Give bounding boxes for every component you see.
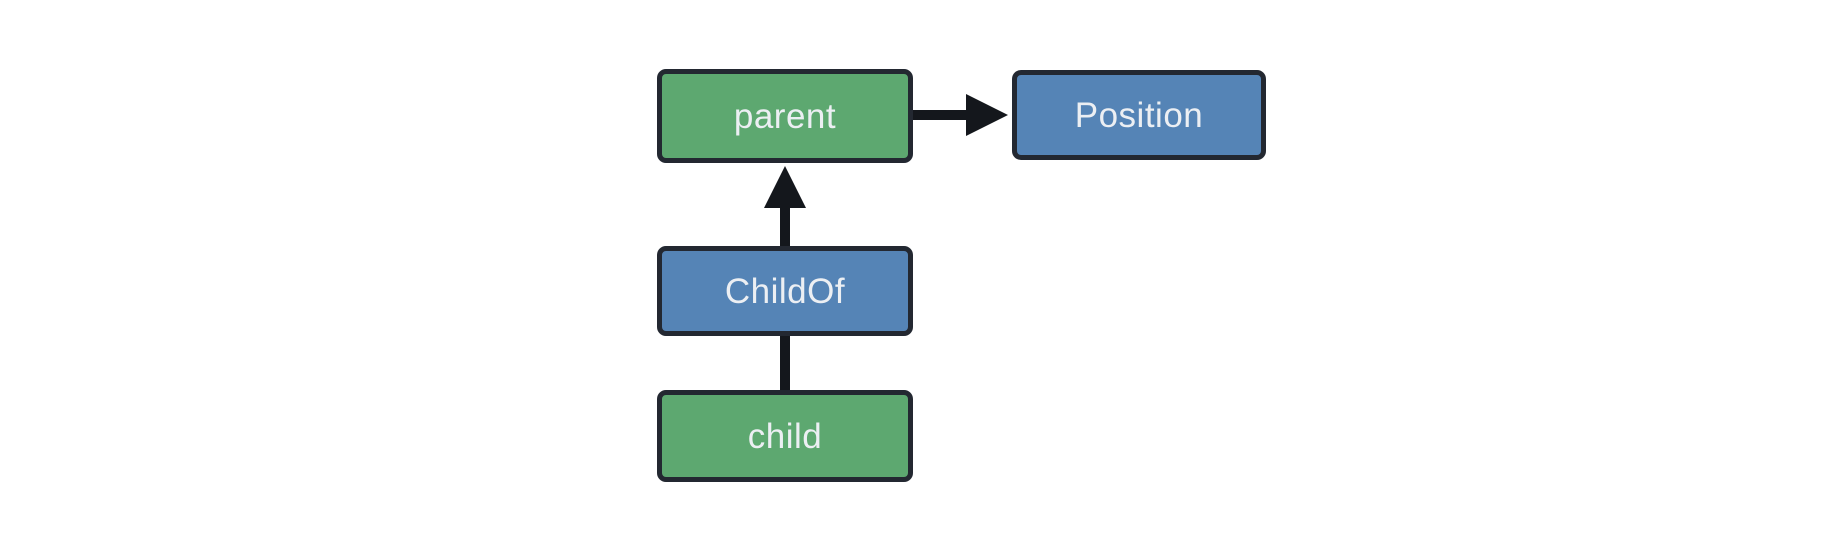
edge-child-childof-line	[780, 332, 790, 394]
node-childof: ChildOf	[657, 246, 913, 336]
node-position-label: Position	[1074, 95, 1204, 135]
node-position: Position	[1012, 70, 1266, 160]
edge-parent-position-arrow	[911, 94, 1008, 136]
node-child-label: child	[747, 416, 823, 456]
node-parent-label: parent	[733, 96, 837, 136]
node-parent: parent	[657, 69, 913, 163]
node-child: child	[657, 390, 913, 482]
edge-childof-parent-arrow	[764, 166, 806, 251]
node-childof-label: ChildOf	[724, 271, 846, 311]
